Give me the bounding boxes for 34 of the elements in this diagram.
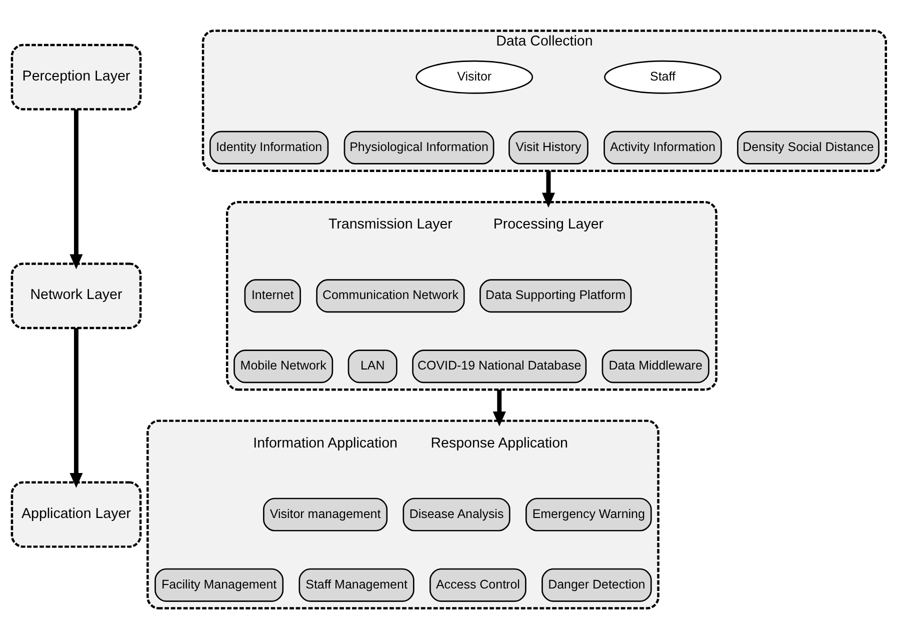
label: Response Application xyxy=(430,435,568,452)
node-box: Visitor management xyxy=(263,498,388,532)
node-box: Internet xyxy=(244,279,301,313)
cluster xyxy=(226,201,718,391)
node-ellipse: Visitor xyxy=(416,60,534,94)
node-box: Identity Information xyxy=(209,130,329,164)
node-box: Communication Network xyxy=(316,279,465,313)
label: Information Application xyxy=(253,435,398,452)
node-box: Danger Detection xyxy=(542,568,652,602)
arrow xyxy=(70,109,83,270)
node-box: Data Middleware xyxy=(602,350,710,384)
node-box: Activity Information xyxy=(604,130,722,164)
node-box: Access Control xyxy=(430,568,526,602)
node-box: Data Supporting Platform xyxy=(480,279,632,313)
node-box: Facility Management xyxy=(154,568,284,602)
arrow xyxy=(542,170,555,208)
node-box: Perception Layer xyxy=(10,44,142,110)
node-box: Visit History xyxy=(508,130,588,164)
arrow xyxy=(492,390,506,426)
cluster xyxy=(146,420,660,610)
node-box: Application Layer xyxy=(10,481,142,548)
node-box: LAN xyxy=(348,350,398,384)
node-box: Physiological Information xyxy=(344,130,494,164)
node-box: Mobile Network xyxy=(234,350,334,384)
node-box: Density Social Distance xyxy=(737,130,880,164)
label: Processing Layer xyxy=(493,216,604,233)
label: Transmission Layer xyxy=(328,216,452,233)
node-ellipse: Staff xyxy=(604,60,722,94)
node-box: Emergency Warning xyxy=(525,498,652,532)
node-box: Disease Analysis xyxy=(402,498,510,532)
arrow xyxy=(70,328,83,488)
node-box: COVID-19 National Database xyxy=(412,350,587,384)
node-box: Staff Management xyxy=(298,568,414,602)
node-box: Network Layer xyxy=(10,262,142,330)
